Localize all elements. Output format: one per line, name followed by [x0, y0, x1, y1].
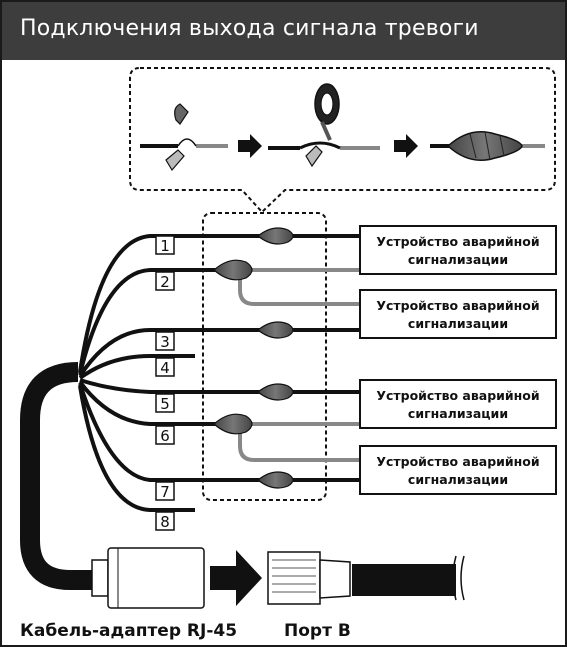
body-border [0, 60, 567, 647]
rj45-adapter-icon [91, 547, 205, 609]
wire-3 [78, 328, 205, 378]
main-cable [20, 362, 110, 590]
step-arrow-icon [238, 134, 262, 158]
device-label-line1: Устройство аварийной [376, 234, 539, 249]
wire-fan [78, 234, 205, 512]
splice-step-finished [430, 131, 545, 161]
step-arrow-icon [394, 134, 418, 158]
splice-callout [129, 67, 556, 214]
wire-6 [78, 380, 205, 426]
adapter-label: Кабель-адаптер RJ-45 [20, 621, 237, 641]
device-label-line1: Устройство аварийной [376, 454, 539, 469]
alarm-device-4: Устройство аварийной сигнализации [359, 445, 557, 495]
header-bar: Подключения выхода сигнала тревоги [0, 0, 567, 60]
splice-joint [257, 383, 294, 401]
wire-number-5: 5 [160, 395, 170, 413]
device-label-line1: Устройство аварийной [376, 298, 539, 313]
wire-5 [79, 378, 205, 394]
wire-number-6: 6 [160, 427, 170, 445]
wire-number-7: 7 [160, 483, 170, 501]
device-label-line2: сигнализации [408, 472, 508, 487]
wire-number-labels: 1 2 3 4 5 6 7 8 [155, 235, 175, 531]
device-label-line2: сигнализации [408, 316, 508, 331]
port-label: Порт B [284, 621, 351, 641]
wire-number-3: 3 [160, 333, 170, 351]
connect-arrow-icon [210, 550, 262, 606]
wire-number-8: 8 [160, 513, 170, 531]
alarm-device-2: Устройство аварийной сигнализации [359, 289, 557, 339]
device-label-line2: сигнализации [408, 406, 508, 421]
splice-area-box [202, 212, 327, 501]
device-label-line2: сигнализации [408, 252, 508, 267]
splice-joint [257, 227, 294, 245]
wire-number-1: 1 [160, 237, 170, 255]
rj45-plug-icon [267, 551, 465, 605]
wire-1 [78, 234, 205, 373]
wire-7 [78, 383, 205, 482]
wire-8 [78, 385, 195, 512]
wire-number-2: 2 [160, 273, 170, 291]
alarm-device-1: Устройство аварийной сигнализации [359, 225, 557, 275]
splice-joints [213, 227, 294, 489]
splice-step-tape [268, 83, 380, 168]
splice-step-twist [140, 103, 228, 172]
splice-joint [257, 321, 294, 339]
device-label-line1: Устройство аварийной [376, 388, 539, 403]
alarm-device-3: Устройство аварийной сигнализации [359, 379, 557, 429]
wire-2 [78, 268, 205, 375]
wire-4 [78, 354, 195, 380]
splice-joint [257, 471, 294, 489]
page-title: Подключения выхода сигнала тревоги [20, 16, 479, 41]
splice-joint [213, 259, 253, 281]
wire-number-4: 4 [160, 359, 170, 377]
splice-joint [213, 413, 253, 435]
